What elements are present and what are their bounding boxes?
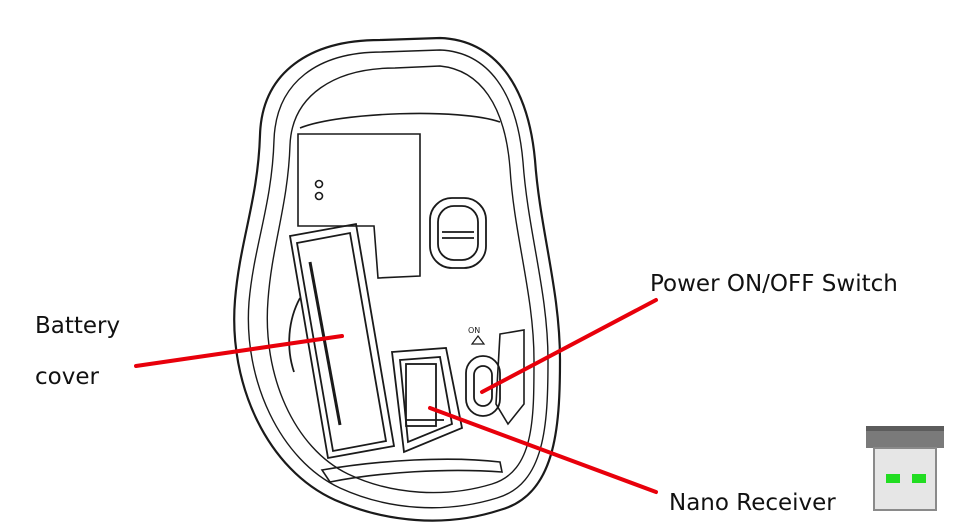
- mouse-body: [233, 36, 562, 522]
- power-switch: ON: [465, 326, 501, 417]
- svg-text:ON: ON: [468, 326, 480, 335]
- indicator-dot-1: [314, 179, 324, 189]
- optical-sensor: [429, 197, 487, 269]
- battery-cover-callout-line: [134, 334, 344, 368]
- usb-nano-receiver-icon: [866, 426, 944, 511]
- right-foot-pad: [495, 329, 525, 426]
- battery-cover-label-line2: cover: [35, 364, 99, 390]
- nano-receiver-slot: [390, 347, 464, 454]
- power-switch-label: Power ON/OFF Switch: [650, 271, 898, 297]
- indicator-dot-2: [314, 191, 324, 201]
- power-switch-callout-line: [480, 298, 658, 394]
- label-plate: [297, 133, 421, 279]
- nano-receiver-callout-line: [428, 406, 658, 494]
- battery-cover: [288, 222, 396, 460]
- bottom-foot-pad: [320, 458, 503, 483]
- battery-cover-label-line1: Battery: [35, 313, 121, 339]
- nano-receiver-label: Nano Receiver: [669, 490, 836, 516]
